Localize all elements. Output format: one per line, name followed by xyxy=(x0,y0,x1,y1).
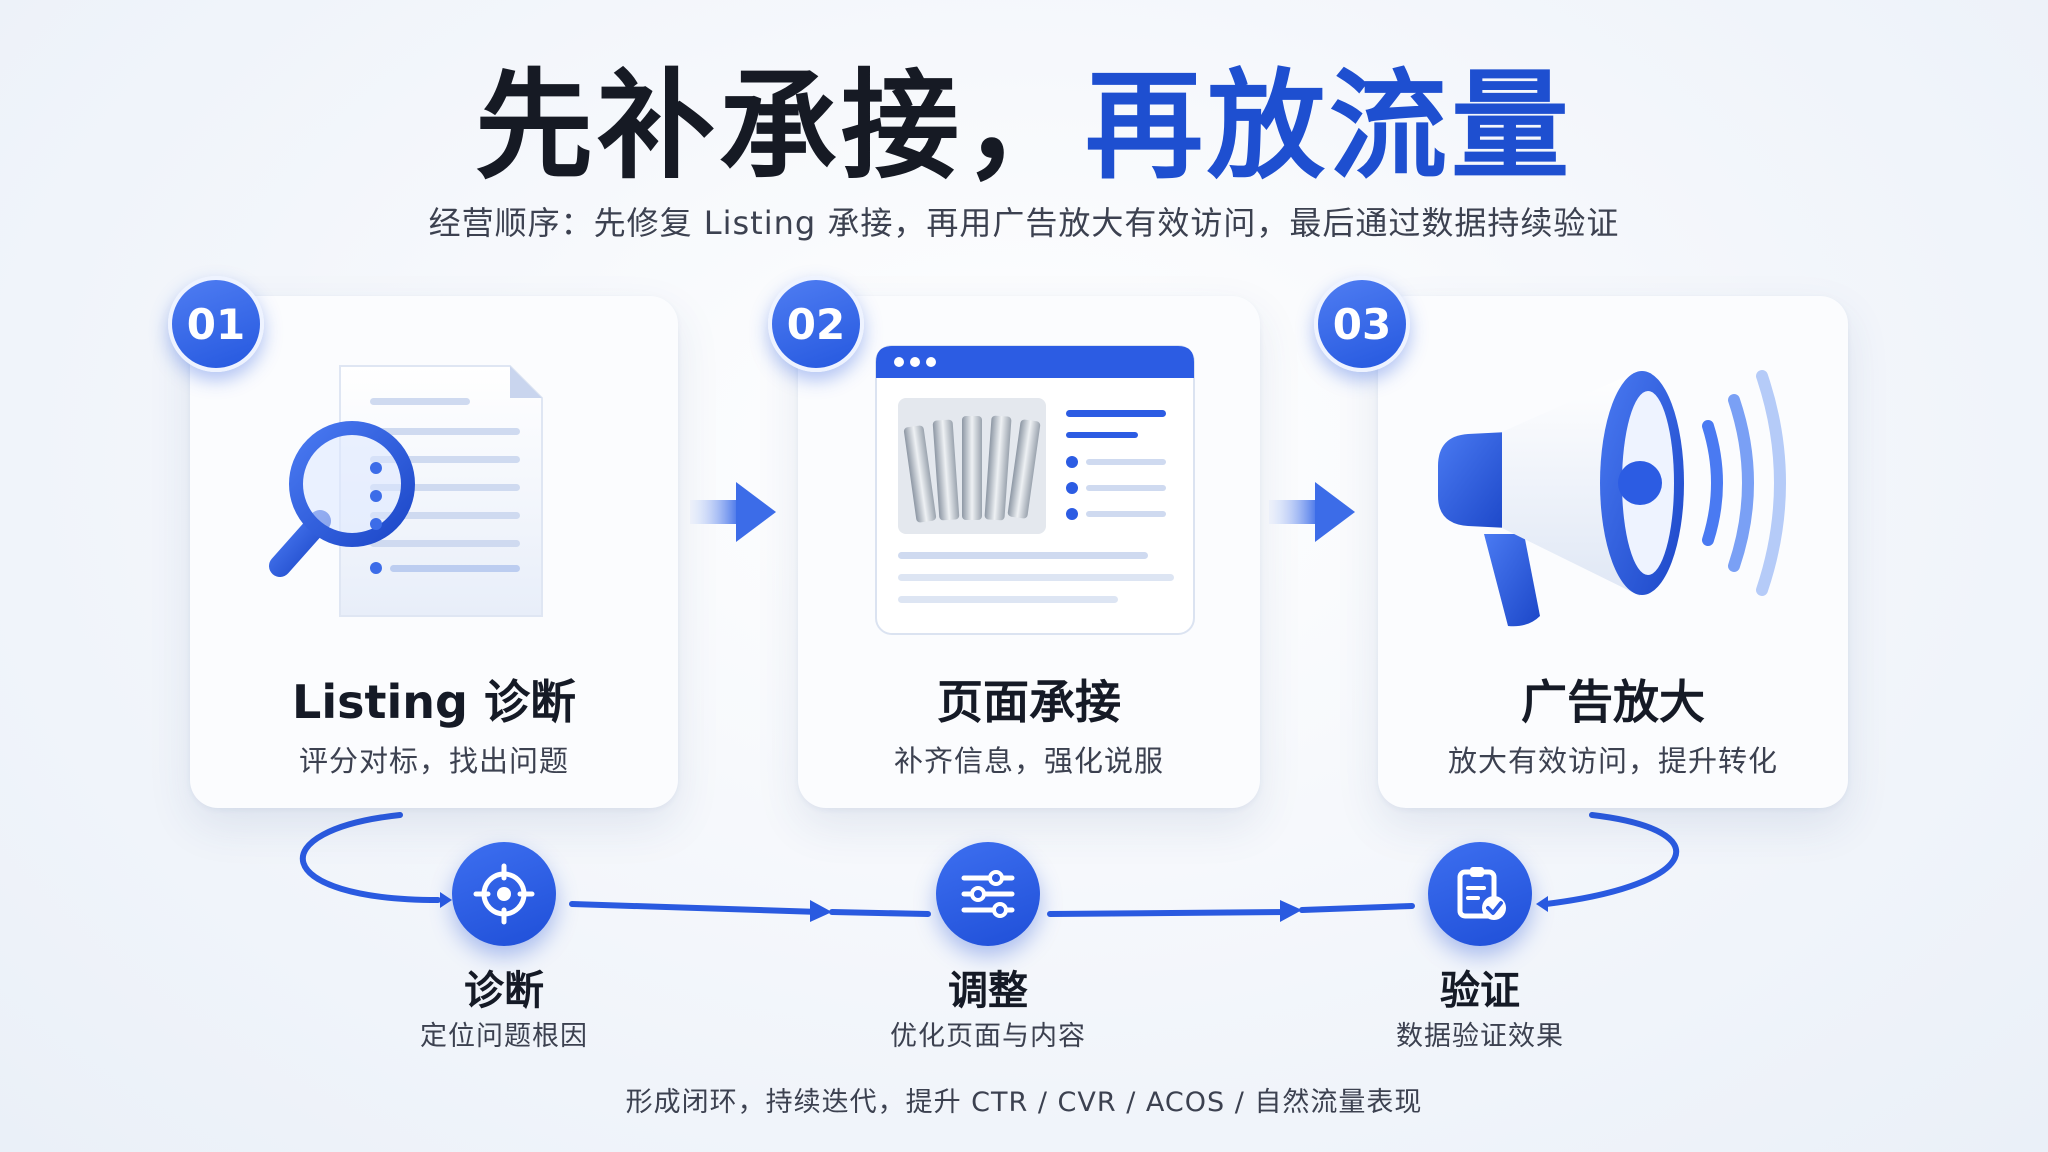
loop-right-curve xyxy=(1543,812,1680,907)
arrow-right-icon xyxy=(1269,482,1355,542)
step-desc: 数据验证效果 xyxy=(1396,1021,1564,1052)
step-number-badge: 03 xyxy=(1314,276,1410,372)
step-number-badge: 02 xyxy=(768,276,864,372)
card-desc: 补齐信息，强化说服 xyxy=(893,744,1164,778)
arrow-right-icon xyxy=(690,482,776,542)
card-title: Listing 诊断 xyxy=(292,675,576,729)
magnifier-document-icon xyxy=(269,365,543,617)
card-page-conversion: 页面承接 补齐信息，强化说服 xyxy=(798,296,1260,808)
step-title: 验证 xyxy=(1440,968,1520,1014)
card-ad-amplify: 广告放大 放大有效访问，提升转化 xyxy=(1378,296,1848,808)
product-page-icon xyxy=(875,345,1195,635)
page-subtitle: 经营顺序：先修复 Listing 承接，再用广告放大有效访问，最后通过数据持续验… xyxy=(428,204,1620,242)
loop-right-arrowhead xyxy=(1536,896,1548,912)
loop-left-arrowhead xyxy=(440,892,452,908)
title-part2: 再放流量 xyxy=(1085,57,1574,195)
step-title: 诊断 xyxy=(464,968,544,1014)
card-desc: 放大有效访问，提升转化 xyxy=(1447,744,1778,778)
card-listing-diagnosis: Listing 诊断 评分对标，找出问题 xyxy=(190,296,678,808)
title-part1: 先补承接， xyxy=(474,57,1085,195)
target-icon xyxy=(473,863,535,925)
step-diagnose xyxy=(452,842,556,946)
clipboard-check-icon xyxy=(1457,867,1506,920)
step-desc: 定位问题根因 xyxy=(420,1021,588,1052)
flow-arrow-1 xyxy=(569,901,823,915)
product-image xyxy=(903,415,1041,523)
step-desc: 优化页面与内容 xyxy=(890,1021,1086,1052)
flow-arrow-1-head xyxy=(810,900,832,922)
page-title: 先补承接，再放流量 xyxy=(0,56,2048,198)
card-title: 广告放大 xyxy=(1521,675,1705,729)
flow-arrow-2-head xyxy=(1280,900,1302,922)
step-title: 调整 xyxy=(948,968,1028,1014)
step-number-badge: 01 xyxy=(168,276,264,372)
loop-left-curve xyxy=(299,812,441,903)
step-verify xyxy=(1428,842,1532,946)
footer-note: 形成闭环，持续迭代，提升 CTR / CVR / ACOS / 自然流量表现 xyxy=(625,1087,1423,1118)
step-adjust xyxy=(936,842,1040,946)
megaphone-icon xyxy=(1438,370,1786,627)
card-title: 页面承接 xyxy=(937,675,1121,729)
sliders-icon xyxy=(961,870,1015,918)
flow-arrow-2 xyxy=(1047,909,1293,917)
card-desc: 评分对标，找出问题 xyxy=(298,744,569,778)
